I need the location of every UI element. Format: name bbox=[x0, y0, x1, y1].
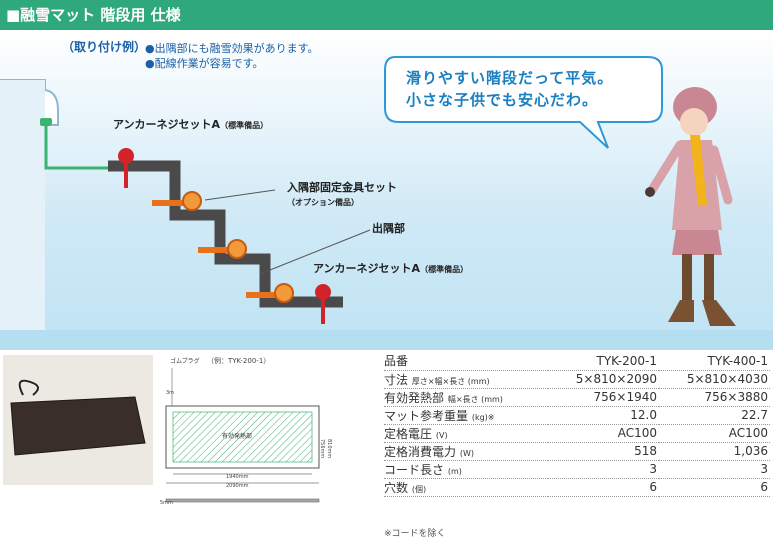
table-row: 穴数 (個) 6 6 bbox=[384, 478, 770, 497]
table-row: コード長さ (m) 3 3 bbox=[384, 460, 770, 479]
table-row: 定格電圧 (V) AC100 AC100 bbox=[384, 424, 770, 443]
mat-side-view bbox=[165, 498, 320, 503]
dim-1940: 1940mm bbox=[226, 474, 249, 480]
bracket-2 bbox=[198, 239, 247, 259]
row-value-2: 756×3880 bbox=[658, 388, 770, 407]
dim-5mm: 5mm bbox=[160, 500, 173, 506]
floor bbox=[0, 330, 773, 350]
spec-header-col2: TYK-400-1 bbox=[658, 352, 770, 371]
row-unit: (個) bbox=[411, 484, 427, 494]
row-value-1: 3 bbox=[548, 460, 659, 479]
page-title: ■融雪マット 階段用 仕様 bbox=[0, 0, 773, 30]
table-row: 寸法 厚さ×幅×長さ (mm) 5×810×2090 5×810×4030 bbox=[384, 370, 770, 389]
row-label: 有効発熱部 bbox=[384, 390, 445, 405]
woman-illustration bbox=[645, 87, 736, 326]
spec-footnote: ※コードを除く bbox=[384, 529, 446, 539]
plug-label: ゴムプラグ bbox=[170, 357, 200, 365]
leader-bracket bbox=[204, 189, 276, 201]
install-note-1: ●出隅部にも融雪効果があります。 bbox=[145, 42, 319, 55]
row-value-2: 3 bbox=[658, 460, 770, 479]
bubble-line-2: 小さな子供でも安心だわ。 bbox=[406, 91, 599, 109]
callout-corner-fixture: 入隅部固定金具セット （オプション備品） bbox=[287, 179, 397, 208]
callout-anchor-top-text: アンカーネジセットA bbox=[113, 118, 221, 131]
callout-corner-fixture-note: （オプション備品） bbox=[287, 198, 359, 207]
table-row: 有効発熱部 幅×長さ (mm) 756×1940 756×3880 bbox=[384, 388, 770, 407]
callout-anchor-top-note: （標準備品） bbox=[220, 121, 269, 130]
bracket-3 bbox=[246, 283, 294, 303]
callout-anchor-bottom: アンカーネジセットA（標準備品） bbox=[313, 260, 468, 276]
row-label: マット参考重量 bbox=[384, 408, 469, 423]
row-label: 寸法 bbox=[384, 372, 409, 387]
heat-area bbox=[172, 411, 313, 463]
mat-dimension-drawing: ゴムプラグ （例：TYK-200-1） 3m 有効発熱部 1940mm 2090… bbox=[160, 356, 332, 506]
row-value-2: 22.7 bbox=[658, 406, 770, 425]
wall bbox=[0, 80, 45, 350]
spec-header-col1: TYK-200-1 bbox=[548, 352, 659, 371]
install-label: （取り付け例） bbox=[62, 40, 147, 54]
callout-anchor-bottom-text: アンカーネジセットA bbox=[313, 262, 421, 275]
row-value-2: 5×810×4030 bbox=[658, 370, 770, 389]
row-value-1: 756×1940 bbox=[548, 388, 659, 407]
spec-header-label: 品番 bbox=[384, 352, 548, 371]
dim-3m: 3m bbox=[166, 390, 174, 396]
callout-anchor-bottom-note: （標準備品） bbox=[420, 265, 469, 274]
heat-area-label: 有効発熱部 bbox=[222, 432, 252, 440]
mat-photo bbox=[3, 355, 153, 485]
pipe-cap bbox=[40, 118, 52, 126]
bubble-line-1: 滑りやすい階段だって平気。 bbox=[406, 69, 614, 87]
callout-anchor-top: アンカーネジセットA（標準備品） bbox=[113, 116, 268, 132]
row-value-1: AC100 bbox=[548, 424, 659, 443]
row-value-1: 6 bbox=[548, 478, 659, 497]
row-unit: (V) bbox=[435, 430, 448, 440]
row-label: 定格電圧 bbox=[384, 426, 433, 441]
table-row: 定格消費電力 (W) 518 1,036 bbox=[384, 442, 770, 461]
install-note-2: ●配線作業が容易です。 bbox=[145, 57, 264, 70]
row-value-1: 518 bbox=[548, 442, 659, 461]
installation-illustration: （取り付け例） ●出隅部にも融雪効果があります。 ●配線作業が容易です。 滑りや… bbox=[0, 30, 773, 350]
dim-2090: 2090mm bbox=[226, 483, 249, 489]
row-value-2: 1,036 bbox=[658, 442, 770, 461]
spec-table: 品番 TYK-200-1 TYK-400-1 寸法 厚さ×幅×長さ (mm) 5… bbox=[384, 352, 770, 497]
spec-header-row: 品番 TYK-200-1 TYK-400-1 bbox=[384, 352, 770, 371]
row-unit: (kg)※ bbox=[471, 412, 495, 422]
row-value-2: 6 bbox=[658, 478, 770, 497]
anchor-bottom bbox=[315, 284, 331, 324]
mat-photo-image bbox=[10, 379, 146, 456]
bracket-1 bbox=[152, 191, 202, 211]
row-value-1: 12.0 bbox=[548, 406, 659, 425]
row-label: 穴数 bbox=[384, 480, 409, 495]
speech-bubble bbox=[384, 56, 663, 149]
cable-pipe bbox=[44, 125, 110, 170]
dim-810: 810mm bbox=[326, 439, 332, 458]
callout-outer-corner: 出隅部 bbox=[372, 222, 405, 235]
row-unit: 幅×長さ (mm) bbox=[447, 394, 503, 404]
drawing-example: （例：TYK-200-1） bbox=[207, 356, 270, 365]
row-unit: 厚さ×幅×長さ (mm) bbox=[411, 376, 490, 386]
dim-756: 756mm bbox=[319, 439, 325, 458]
table-row: マット参考重量 (kg)※ 12.0 22.7 bbox=[384, 406, 770, 425]
stair-scene bbox=[0, 56, 773, 350]
row-unit: (m) bbox=[447, 466, 462, 476]
row-value-2: AC100 bbox=[658, 424, 770, 443]
callout-corner-fixture-text: 入隅部固定金具セット bbox=[287, 181, 397, 194]
row-unit: (W) bbox=[459, 448, 474, 458]
spec-section: ゴムプラグ （例：TYK-200-1） 3m 有効発熱部 1940mm 2090… bbox=[0, 350, 773, 545]
row-label: コード長さ bbox=[384, 462, 445, 477]
row-value-1: 5×810×2090 bbox=[548, 370, 659, 389]
leader-corner bbox=[259, 229, 371, 275]
row-label: 定格消費電力 bbox=[384, 444, 457, 459]
anchor-top bbox=[118, 148, 134, 188]
